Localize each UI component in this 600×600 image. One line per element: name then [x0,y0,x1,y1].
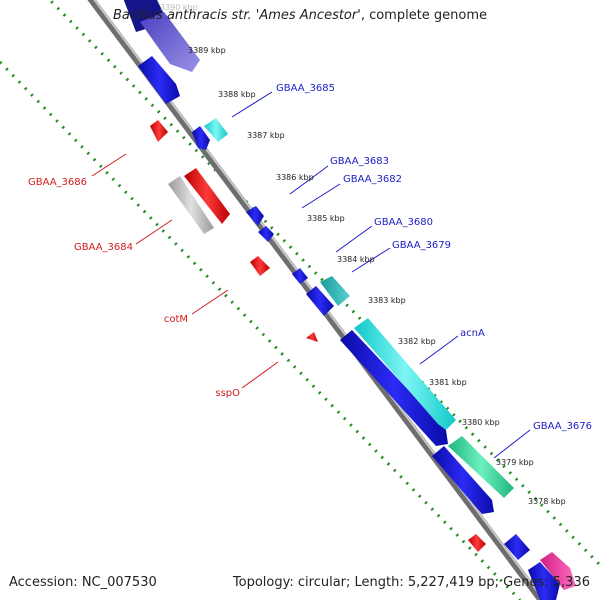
tick-label: 3389 kbp [188,46,226,55]
leader-3682 [301,183,341,209]
gene-red-3684 [184,168,230,224]
leader-acnA [419,335,459,365]
inner-tick-line [0,60,522,600]
leader-3680 [335,225,373,253]
gene-label-GBAA_3679: GBAA_3679 [392,240,451,251]
gene-blue-bottom [504,534,530,560]
leader-3684 [135,219,173,245]
gene-blue-3680 [292,268,308,284]
gene-label-GBAA_3682: GBAA_3682 [343,174,402,185]
tick-label: 3379 kbp [496,458,534,467]
gene-gray-3684 [168,176,214,234]
gene-label-GBAA_3685: GBAA_3685 [276,83,335,94]
leader-sspO [241,361,279,389]
leader-3676 [493,429,531,459]
gene-label-GBAA_3683: GBAA_3683 [330,156,389,167]
tick-label: 3388 kbp [218,90,256,99]
gene-blue-3683 [246,206,264,226]
tick-label: 3382 kbp [398,337,436,346]
tick-label: 3378 kbp [528,497,566,506]
leader-3679 [351,247,391,273]
gene-cyan-3685 [204,118,228,142]
gene-label-cotM: cotM [164,314,188,325]
title-suffix: , complete genome [360,8,488,23]
map-title: Bacillus anthracis str. 'Ames Ancestor',… [0,8,600,23]
gene-blue-3682 [258,226,274,242]
tick-label: 3387 kbp [247,131,285,140]
leader-3685 [231,91,273,118]
tick-label: 3384 kbp [337,255,375,264]
gene-blue-3389 [138,56,180,104]
gene-red-cotM [250,256,270,276]
tick-label: 3380 kbp [462,418,500,427]
gene-red-bottom [468,534,486,552]
gene-label-GBAA_3684: GBAA_3684 [74,242,133,253]
gene-blue-3387 [192,126,210,150]
leader-3683 [289,165,329,195]
gene-red-3686 [150,120,168,142]
tick-label: 3383 kbp [368,296,406,305]
gene-red-sspO [306,332,318,342]
topology-text: Topology: circular; Length: 5,227,419 bp… [232,575,590,590]
gene-label-GBAA_3680: GBAA_3680 [374,217,433,228]
gene-blue-3676 [432,446,494,514]
gene-teal-3679 [320,276,350,306]
organism-name: Bacillus anthracis str. 'Ames Ancestor' [112,8,361,23]
gene-blue-acnA [340,330,448,446]
gene-blue-3679 [306,286,334,316]
gene-label-sspO: sspO [215,388,240,399]
tick-label: 3381 kbp [429,378,467,387]
gene-label-GBAA_3686: GBAA_3686 [28,177,87,188]
leader-3686 [91,153,127,177]
tick-label: 3386 kbp [276,173,314,182]
gene-label-acnA: acnA [460,328,485,339]
gene-blue-corner [528,562,560,600]
tick-label: 3390 kbp [160,3,198,12]
gene-pink [540,552,576,590]
gene-cyan-acnA [354,318,456,430]
leader-cotM [191,289,229,315]
accession-text: Accession: NC_007530 [9,575,157,590]
gene-label-GBAA_3676: GBAA_3676 [533,421,592,432]
tick-label: 3385 kbp [307,214,345,223]
outer-tick-line [47,0,600,567]
gene-green-3676 [448,436,514,498]
gene-purple [140,12,200,72]
